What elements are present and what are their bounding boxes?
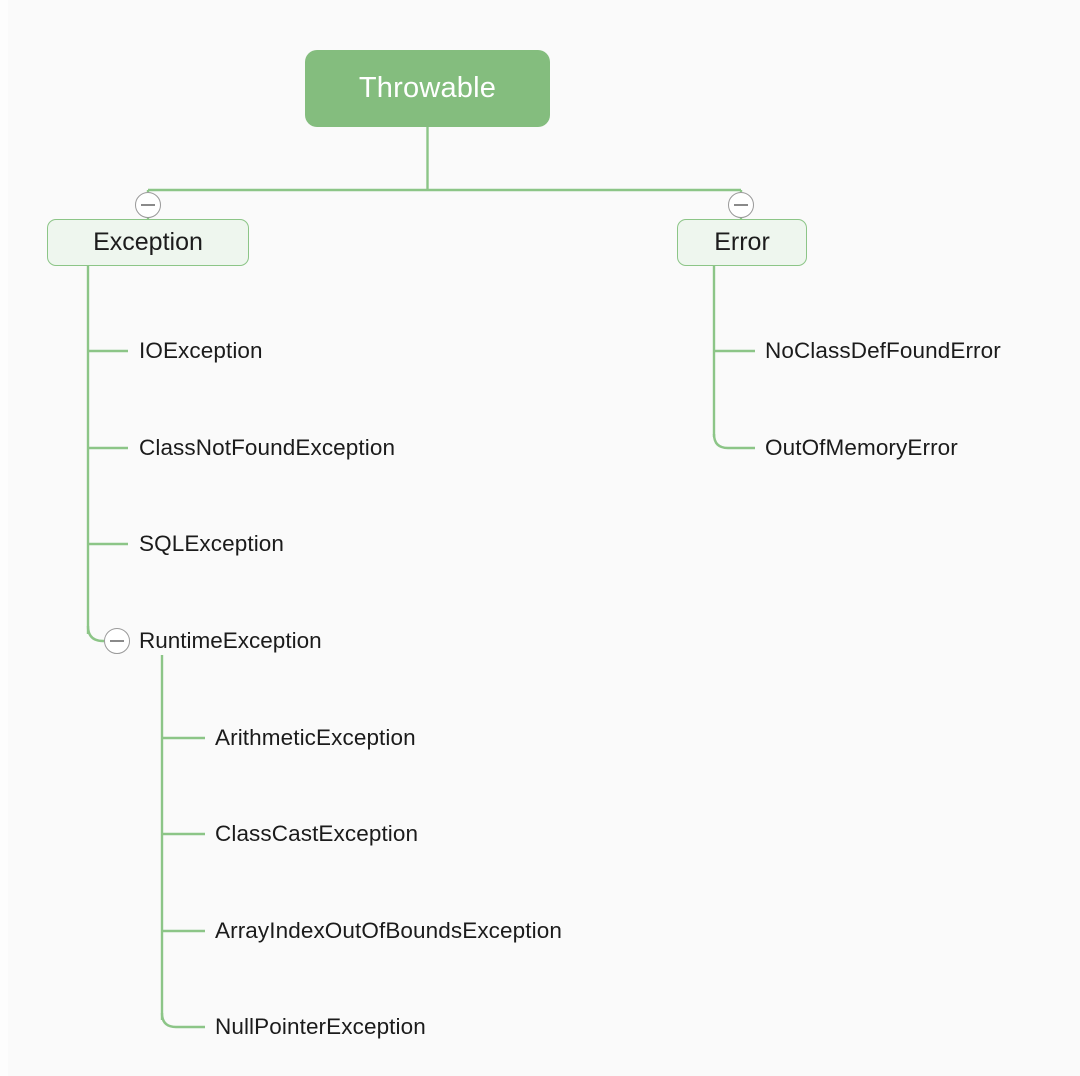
leaf-arrayindexoutofboundsexception[interactable]: ArrayIndexOutOfBoundsException [215,918,562,943]
node-throwable-label: Throwable [358,72,497,104]
minus-circle-icon-runtimeexception[interactable] [104,628,130,654]
leaf-outofmemoryerror[interactable]: OutOfMemoryError [765,435,958,460]
node-exception[interactable]: Exception [47,219,249,266]
node-error-label: Error [714,228,770,256]
leaf-noclassdeffounderror[interactable]: NoClassDefFoundError [765,338,1001,363]
error-elbow-outofmemoryerror [712,433,755,450]
leaf-classnotfoundexception[interactable]: ClassNotFoundException [139,435,396,460]
runtime-elbow-nullpointerexception [160,1012,205,1029]
minus-circle-icon-error[interactable] [728,192,754,218]
leaf-nullpointerexception[interactable]: NullPointerException [215,1014,426,1039]
leaf-classcastexception[interactable]: ClassCastException [215,821,419,846]
node-exception-label: Exception [93,228,203,256]
exception-elbow-runtimeexception [86,625,104,643]
node-error[interactable]: Error [677,219,807,266]
leaf-arithmeticexception[interactable]: ArithmeticException [215,725,416,750]
left-gutter [0,0,8,1076]
node-throwable[interactable]: Throwable [305,50,550,127]
node-runtimeexception-label[interactable]: RuntimeException [139,628,322,653]
leaf-ioexception[interactable]: IOException [139,338,263,363]
leaf-sqlexception[interactable]: SQLException [139,531,285,556]
minus-circle-icon-exception[interactable] [135,192,161,218]
